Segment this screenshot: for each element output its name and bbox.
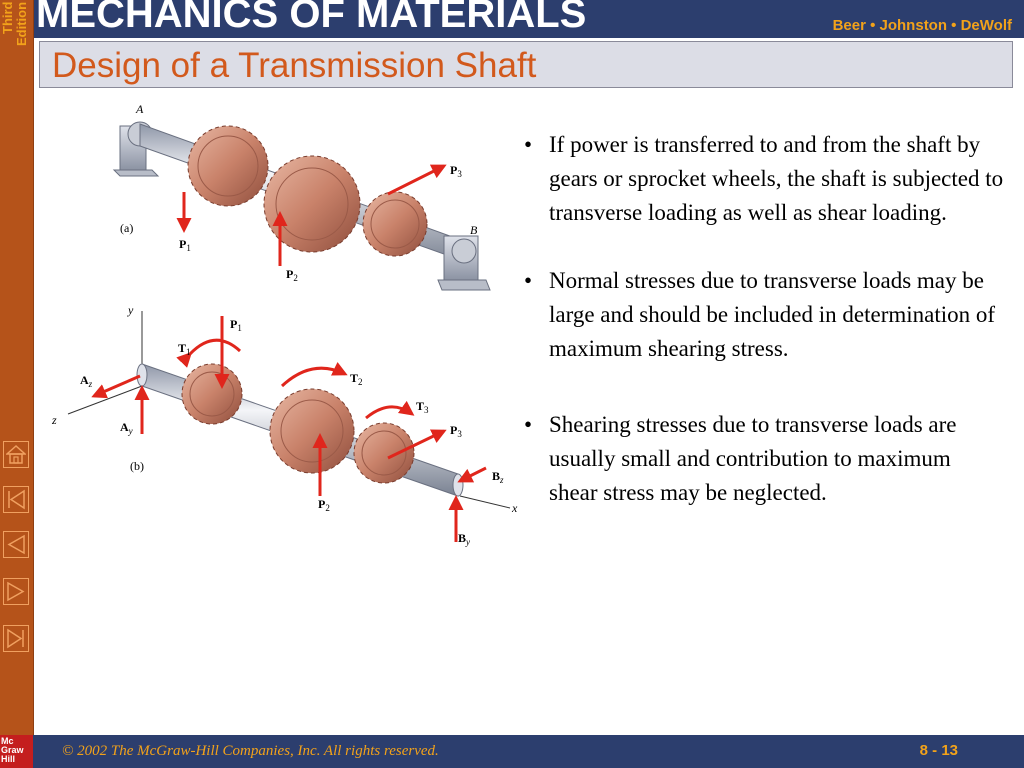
bullet-item: Shearing stresses due to transverse load… [524, 408, 1004, 510]
label-x: x [511, 501, 518, 515]
figure-a: A B (a) P1 P2 P3 [112, 102, 491, 291]
label-z: z [51, 413, 57, 427]
gear-3-b [353, 422, 415, 484]
gear-3-a [362, 191, 428, 257]
gear-2-a [263, 155, 361, 253]
bullet-item: Normal stresses due to transverse loads … [524, 264, 1004, 366]
z-axis [67, 385, 143, 415]
figure-b: y z x P1 T1 T [51, 303, 518, 547]
previous-slide-icon [7, 534, 25, 555]
first-slide-button[interactable] [3, 486, 29, 513]
arrow-t2 [280, 362, 348, 388]
page-number: 8 - 13 [919, 742, 958, 759]
home-button[interactable] [3, 441, 29, 468]
label-t2: T2 [350, 371, 363, 387]
label-p2-b: P2 [318, 497, 330, 513]
home-icon [6, 444, 26, 464]
header-bar: MECHANICS OF MATERIALS Beer • Johnston •… [0, 0, 1024, 38]
label-p1-b: P1 [230, 317, 242, 333]
label-b: B [470, 223, 478, 237]
arrow-p3-b [387, 429, 447, 460]
label-a: A [135, 102, 144, 116]
authors: Beer • Johnston • DeWolf [832, 17, 1012, 34]
bullet-list: If power is transferred to and from the … [524, 128, 1004, 510]
arrow-p3-a [387, 164, 447, 196]
label-p1-a: P1 [179, 237, 191, 253]
arrow-bz [457, 466, 487, 483]
label-bz: Bz [492, 469, 504, 485]
last-slide-icon [7, 628, 24, 649]
edition-label: Third Edition [0, 2, 29, 47]
gear-2-b [269, 388, 355, 474]
label-p3-b: P3 [450, 423, 462, 439]
label-p2-a: P2 [286, 267, 298, 283]
bullet-item: If power is transferred to and from the … [524, 128, 1004, 230]
mcgraw-hill-logo: Mc Graw Hill [0, 735, 33, 768]
bearing-b [437, 235, 491, 291]
previous-slide-button[interactable] [3, 531, 29, 558]
last-slide-button[interactable] [3, 625, 29, 652]
label-p3-a: P3 [450, 163, 462, 179]
label-by: By [458, 531, 470, 547]
slide-title-box: Design of a Transmission Shaft [39, 41, 1013, 88]
caption-b: (b) [130, 459, 144, 473]
arrow-az [91, 374, 141, 399]
arrow-t3 [365, 400, 415, 420]
next-slide-button[interactable] [3, 578, 29, 605]
copyright-notice: © 2002 The McGraw-Hill Companies, Inc. A… [62, 743, 439, 759]
footer-bar: Mc Graw Hill © 2002 The McGraw-Hill Comp… [0, 735, 1024, 768]
arrow-t1 [176, 338, 242, 368]
first-slide-icon [8, 489, 25, 510]
label-t3: T3 [416, 399, 429, 415]
label-y: y [127, 303, 134, 317]
shaft-figure: A B (a) P1 P2 P3 y z x [51, 102, 518, 547]
gear-1-a [187, 125, 269, 207]
label-ay: Ay [120, 420, 133, 436]
left-sidebar: Third Edition [0, 0, 34, 735]
gear-1-b [181, 363, 243, 425]
label-t1: T1 [178, 341, 191, 357]
x-axis [459, 495, 511, 509]
book-title: MECHANICS OF MATERIALS [36, 0, 587, 36]
caption-a: (a) [120, 221, 133, 235]
label-az: Az [80, 373, 93, 389]
slide-title: Design of a Transmission Shaft [52, 46, 537, 85]
next-slide-icon [7, 581, 25, 602]
